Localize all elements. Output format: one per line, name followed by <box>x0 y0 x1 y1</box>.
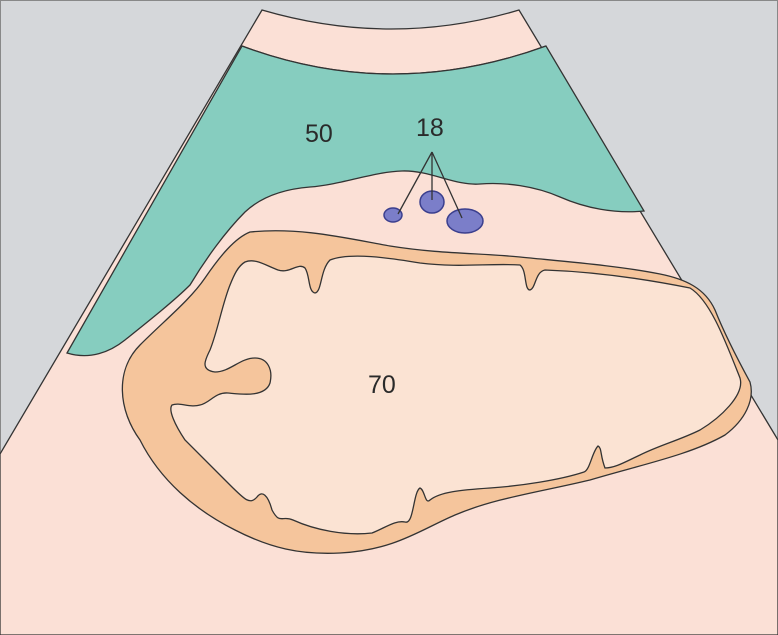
vessel-small <box>384 208 402 222</box>
vessel-large <box>447 209 483 233</box>
label-18: 18 <box>416 114 444 142</box>
label-70: 70 <box>368 371 396 399</box>
label-50: 50 <box>305 120 333 148</box>
